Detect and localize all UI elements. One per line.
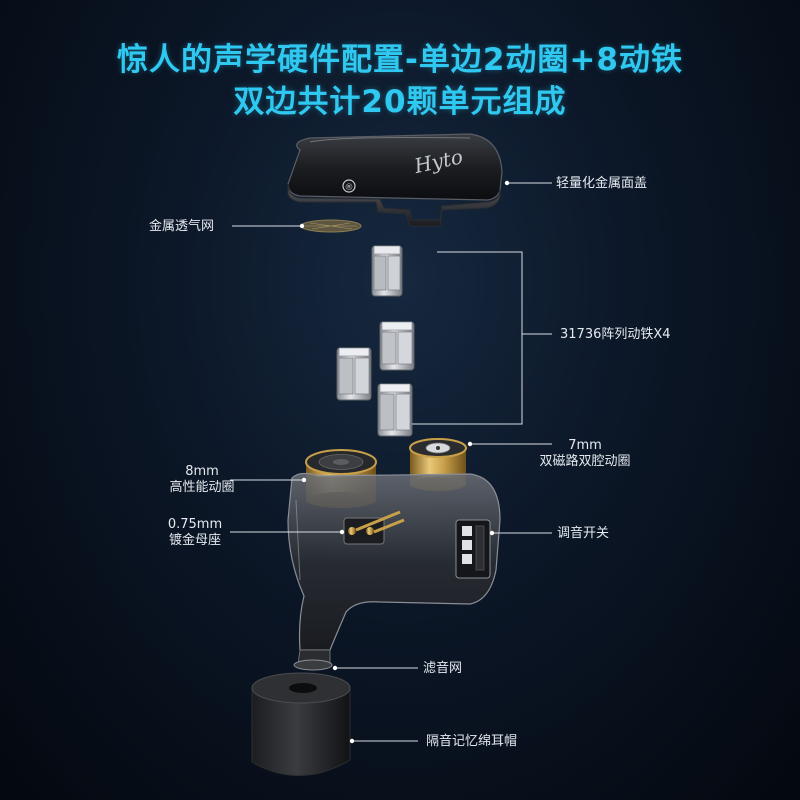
callout-filter: 滤音网 [423,661,463,676]
callout-dd7-desc: 双磁路双腔动圈 [539,454,631,469]
callout-dd8-desc: 高性能动圈 [169,480,235,495]
metal-faceplate: ® Hyto [287,133,503,227]
registered-mark: ® [345,183,354,193]
headline-line-2: 双边共计20颗单元组成 [233,84,567,120]
callout-eartip: 隔音记忆绵耳帽 [426,734,518,749]
callout-socket-desc: 镀金母座 [168,533,221,548]
headline-line-1: 惊人的声学硬件配置-单边2动圈+8动铁 [117,42,683,78]
callout-faceplate: 轻量化金属面盖 [556,176,648,191]
transparent-shell [287,472,501,665]
acoustic-filter [293,659,333,671]
callout-socket-size: 0.75mm [167,517,223,532]
metal-mesh [300,219,362,233]
leader-ba [412,251,552,425]
callout-dd8-size: 8mm [185,464,219,479]
ba-driver-4 [377,383,413,437]
callout-mesh: 金属透气网 [149,219,215,234]
ba-driver-1 [371,245,403,297]
foam-eartip [251,672,351,776]
callout-tuning-switch: 调音开关 [557,526,610,541]
ba-driver-2 [379,321,415,371]
ba-driver-3 [336,347,372,401]
callout-dd7-size: 7mm [568,438,602,453]
callout-ba-drivers: 31736阵列动铁X4 [560,327,671,342]
leader-lines [230,180,552,744]
